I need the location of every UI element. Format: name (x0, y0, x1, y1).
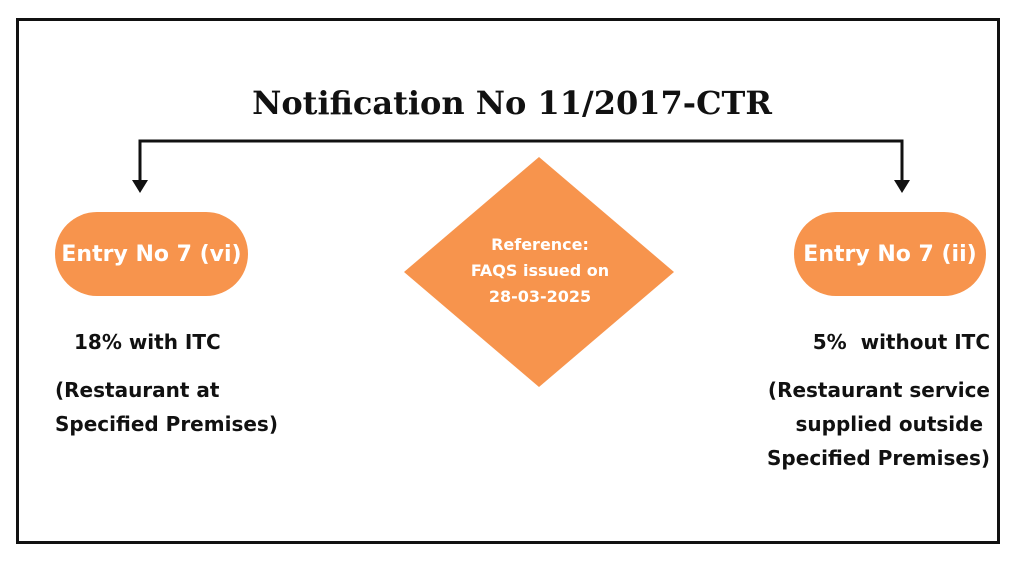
reference-line: 28-03-2025 (488, 287, 592, 306)
reference-line: FAQS issued on (470, 261, 610, 280)
diagram-title: Notification No 11/2017-CTR (252, 84, 772, 122)
entry-pill-left: Entry No 7 (vi) (55, 212, 248, 296)
entry-label-left: Entry No 7 (vi) (61, 241, 242, 267)
entry-pill-right: Entry No 7 (ii) (794, 212, 986, 296)
rate-left: 18% with ITC (74, 330, 221, 354)
arrowhead-right (894, 180, 910, 193)
arrowhead-left (132, 180, 148, 193)
description-left: (Restaurant at Specified Premises) (55, 373, 278, 441)
rate-right: 5% without ITC (813, 325, 990, 359)
description-line: (Restaurant at (55, 378, 220, 402)
entry-label-right: Entry No 7 (ii) (803, 241, 977, 267)
reference-diamond (404, 157, 674, 387)
connector-branch (138, 139, 904, 187)
description-line: Specified Premises) (55, 412, 278, 436)
reference-line: Reference: (491, 235, 589, 254)
description-right: (Restaurant service supplied outside Spe… (767, 373, 990, 475)
description-line: (Restaurant service (767, 378, 990, 402)
diagram-frame (16, 18, 1000, 544)
rate-right-text: 5% without ITC (812, 330, 990, 354)
description-line: supplied outside (795, 412, 990, 436)
reference-text: Reference: FAQS issued on 28-03-2025 (440, 232, 640, 310)
description-line: Specified Premises) (767, 446, 990, 470)
